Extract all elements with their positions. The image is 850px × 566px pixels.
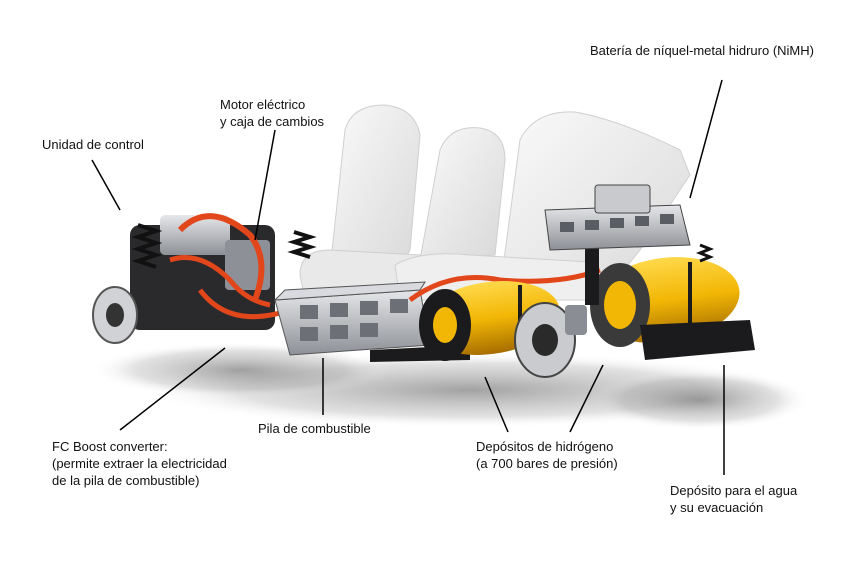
leader-line-depositos-2 <box>569 364 604 433</box>
rear-brake-disc <box>514 302 587 378</box>
front-drive-unit <box>130 213 317 330</box>
label-depositos-hidrogeno: Depósitos de hidrógeno (a 700 bares de p… <box>476 439 618 471</box>
nimh-battery <box>544 184 691 251</box>
leader-line-bateria <box>689 79 723 199</box>
ground-shadow <box>90 342 810 430</box>
label-pila-combustible: Pila de combustible <box>258 421 371 436</box>
label-deposito-agua: Depósito para el agua y su evacuación <box>670 483 798 515</box>
leader-line-motor <box>254 129 276 241</box>
leader-line-unidad <box>91 159 121 211</box>
leader-line-depositos-1 <box>484 376 509 433</box>
leader-lines <box>91 79 725 475</box>
front-brake-disc <box>92 286 138 344</box>
label-motor-caja: Motor eléctrico y caja de cambios <box>220 97 325 129</box>
label-bateria: Batería de níquel-metal hidruro (NiMH) <box>590 43 814 58</box>
leader-line-boost <box>119 347 226 431</box>
label-fc-boost: FC Boost converter: (permite extraer la … <box>52 439 227 488</box>
label-unidad-control: Unidad de control <box>42 137 144 152</box>
